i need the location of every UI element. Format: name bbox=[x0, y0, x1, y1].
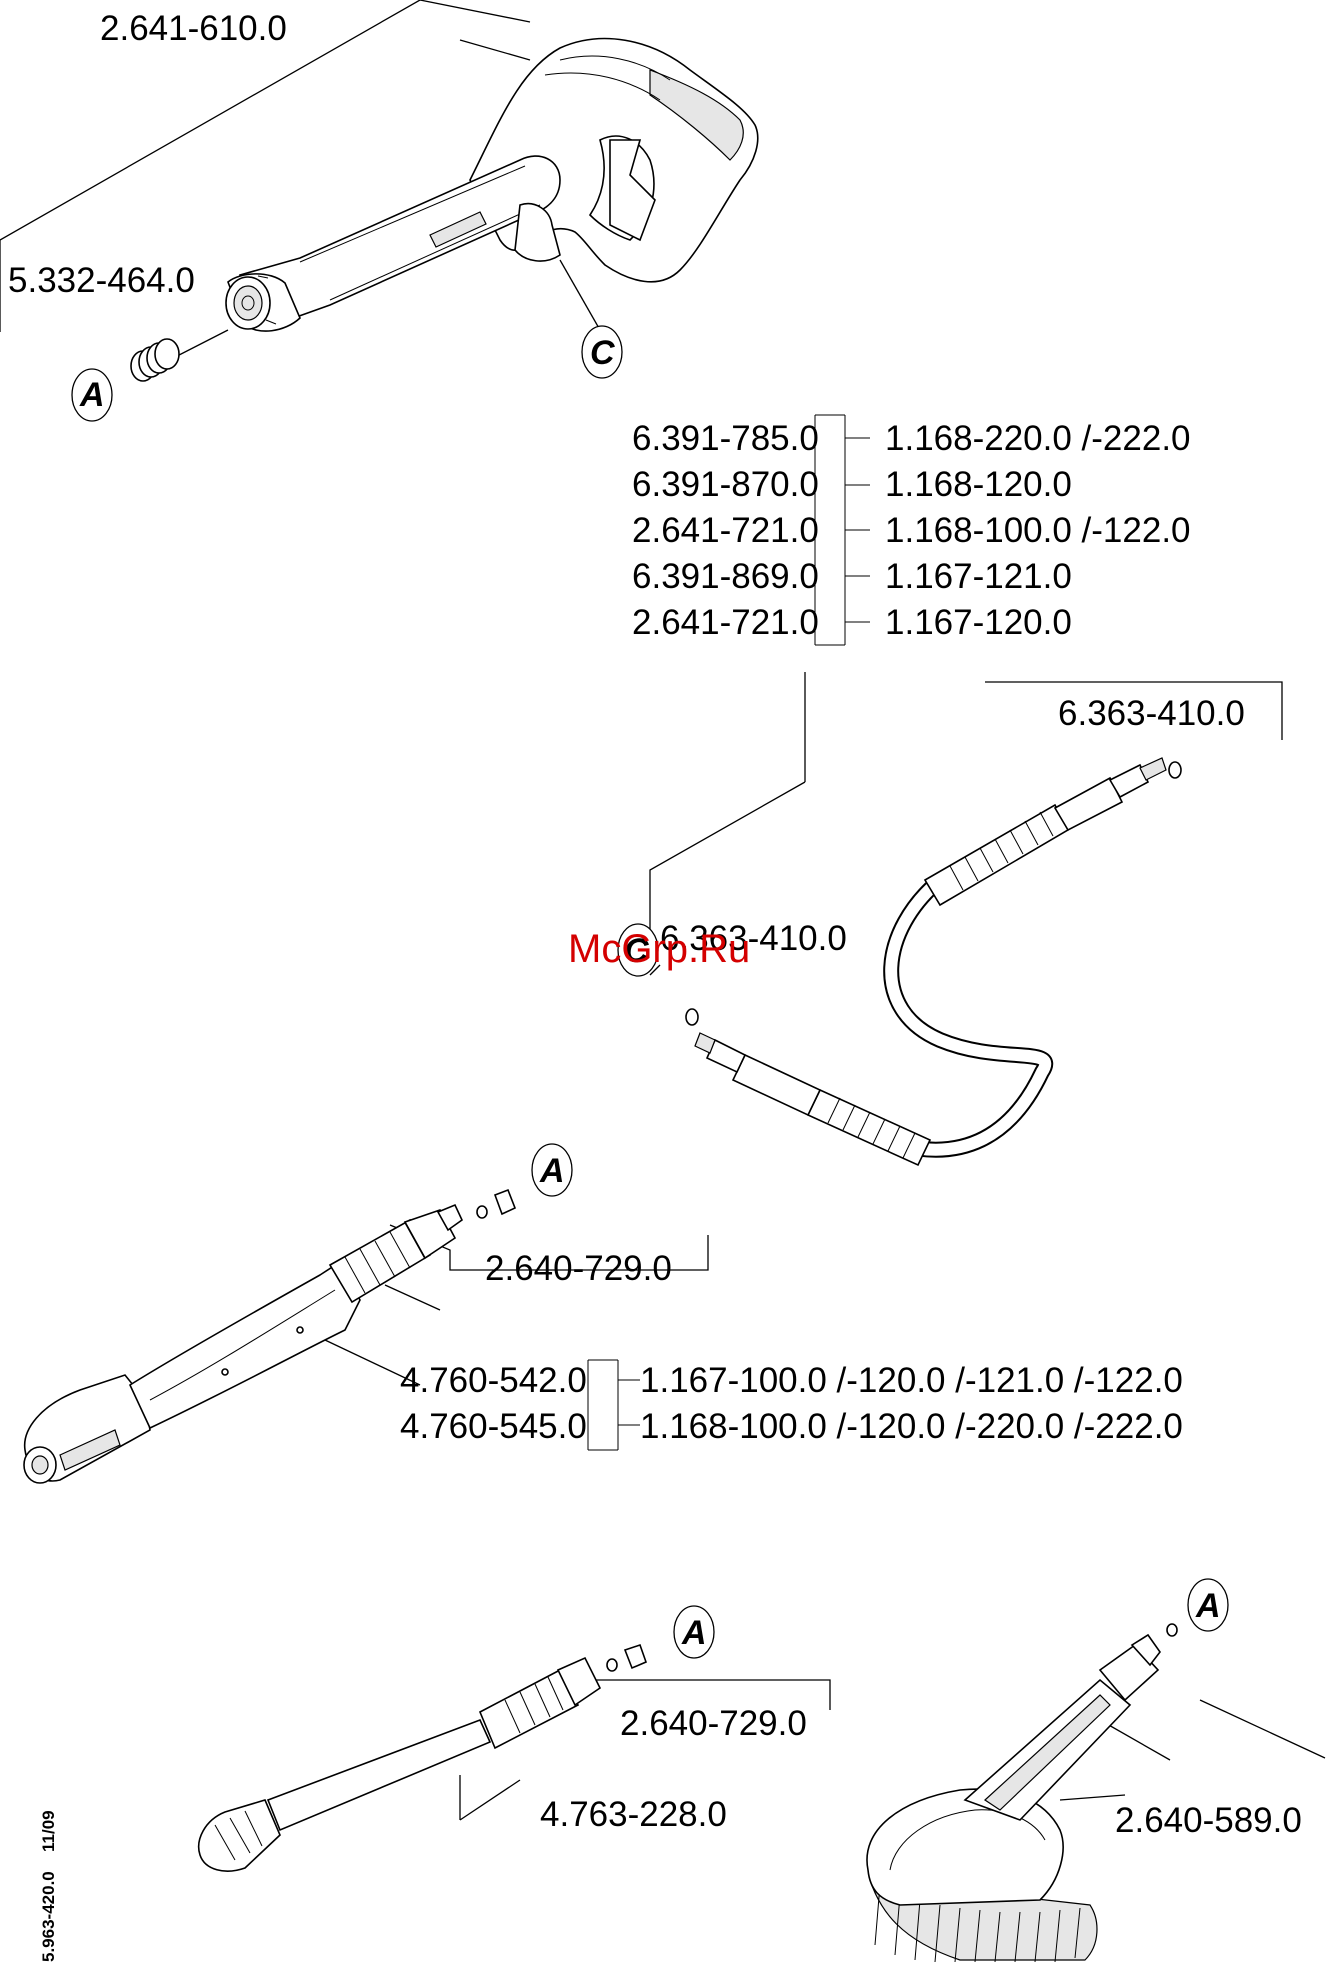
marker-c-gun: C bbox=[581, 325, 623, 379]
rotary-lance-part-number: 4.763-228.0 bbox=[540, 1795, 727, 1834]
document-number: 5.963-420.0 bbox=[39, 1871, 58, 1962]
marker-a-rotary: A bbox=[673, 1605, 715, 1659]
lance-models-1: 1.167-100.0 /-120.0 /-121.0 /-122.0 bbox=[640, 1361, 1183, 1400]
gun-part-number: 2.641-610.0 bbox=[100, 9, 287, 48]
marker-a-gun: A bbox=[71, 368, 113, 422]
lance-models-2: 1.168-100.0 /-120.0 /-220.0 /-222.0 bbox=[640, 1407, 1183, 1446]
lance-part-2: 4.760-545.0 bbox=[400, 1407, 587, 1446]
lance-part-1: 4.760-542.0 bbox=[400, 1361, 587, 1400]
svg-text:C: C bbox=[624, 932, 649, 970]
rotary-lance-drawing bbox=[198, 1643, 831, 1872]
svg-text:C: C bbox=[590, 334, 615, 372]
spray-gun-drawing bbox=[0, 0, 759, 382]
svg-text:A: A bbox=[79, 376, 105, 414]
document-id: 5.963-420.0 11/09 bbox=[39, 1810, 58, 1962]
marker-a-brush: A bbox=[1187, 1578, 1229, 1632]
document-date: 11/09 bbox=[39, 1810, 58, 1852]
hose-drawing bbox=[649, 672, 1283, 1167]
gun-nut-part-number: 5.332-464.0 bbox=[8, 261, 195, 300]
hose-models-3: 1.168-100.0 /-122.0 bbox=[885, 511, 1191, 550]
svg-text:A: A bbox=[1195, 1587, 1221, 1625]
svg-text:A: A bbox=[539, 1152, 565, 1190]
hose-seal-top-part-number: 6.363-410.0 bbox=[1058, 694, 1245, 733]
marker-c-hose: C bbox=[617, 923, 659, 977]
watermark: McGrp.Ru bbox=[568, 927, 750, 971]
hose-seal-bottom-part-number: 6.363-410.0 bbox=[660, 919, 847, 958]
hose-part-4: 6.391-869.0 bbox=[632, 557, 819, 596]
hose-models-5: 1.167-120.0 bbox=[885, 603, 1072, 642]
marker-a-lance: A bbox=[531, 1143, 573, 1197]
hose-models-4: 1.167-121.0 bbox=[885, 557, 1072, 596]
hose-models-2: 1.168-120.0 bbox=[885, 465, 1072, 504]
rotary-nozzle-part-number: 2.640-729.0 bbox=[620, 1704, 807, 1743]
hose-part-5: 2.641-721.0 bbox=[632, 603, 819, 642]
brush-part-number: 2.640-589.0 bbox=[1115, 1801, 1302, 1840]
wash-brush-drawing bbox=[866, 1623, 1326, 1963]
spring-nut bbox=[130, 338, 180, 382]
lance-table bbox=[587, 1359, 640, 1451]
hose-part-1: 6.391-785.0 bbox=[632, 419, 819, 458]
hose-part-3: 2.641-721.0 bbox=[632, 511, 819, 550]
lance-nozzle-part-number: 2.640-729.0 bbox=[485, 1249, 672, 1288]
hose-table bbox=[814, 414, 870, 646]
hose-models-1: 1.168-220.0 /-222.0 bbox=[885, 419, 1191, 458]
svg-text:A: A bbox=[681, 1614, 707, 1652]
spray-lance-drawing bbox=[23, 1188, 709, 1484]
hose-part-2: 6.391-870.0 bbox=[632, 465, 819, 504]
